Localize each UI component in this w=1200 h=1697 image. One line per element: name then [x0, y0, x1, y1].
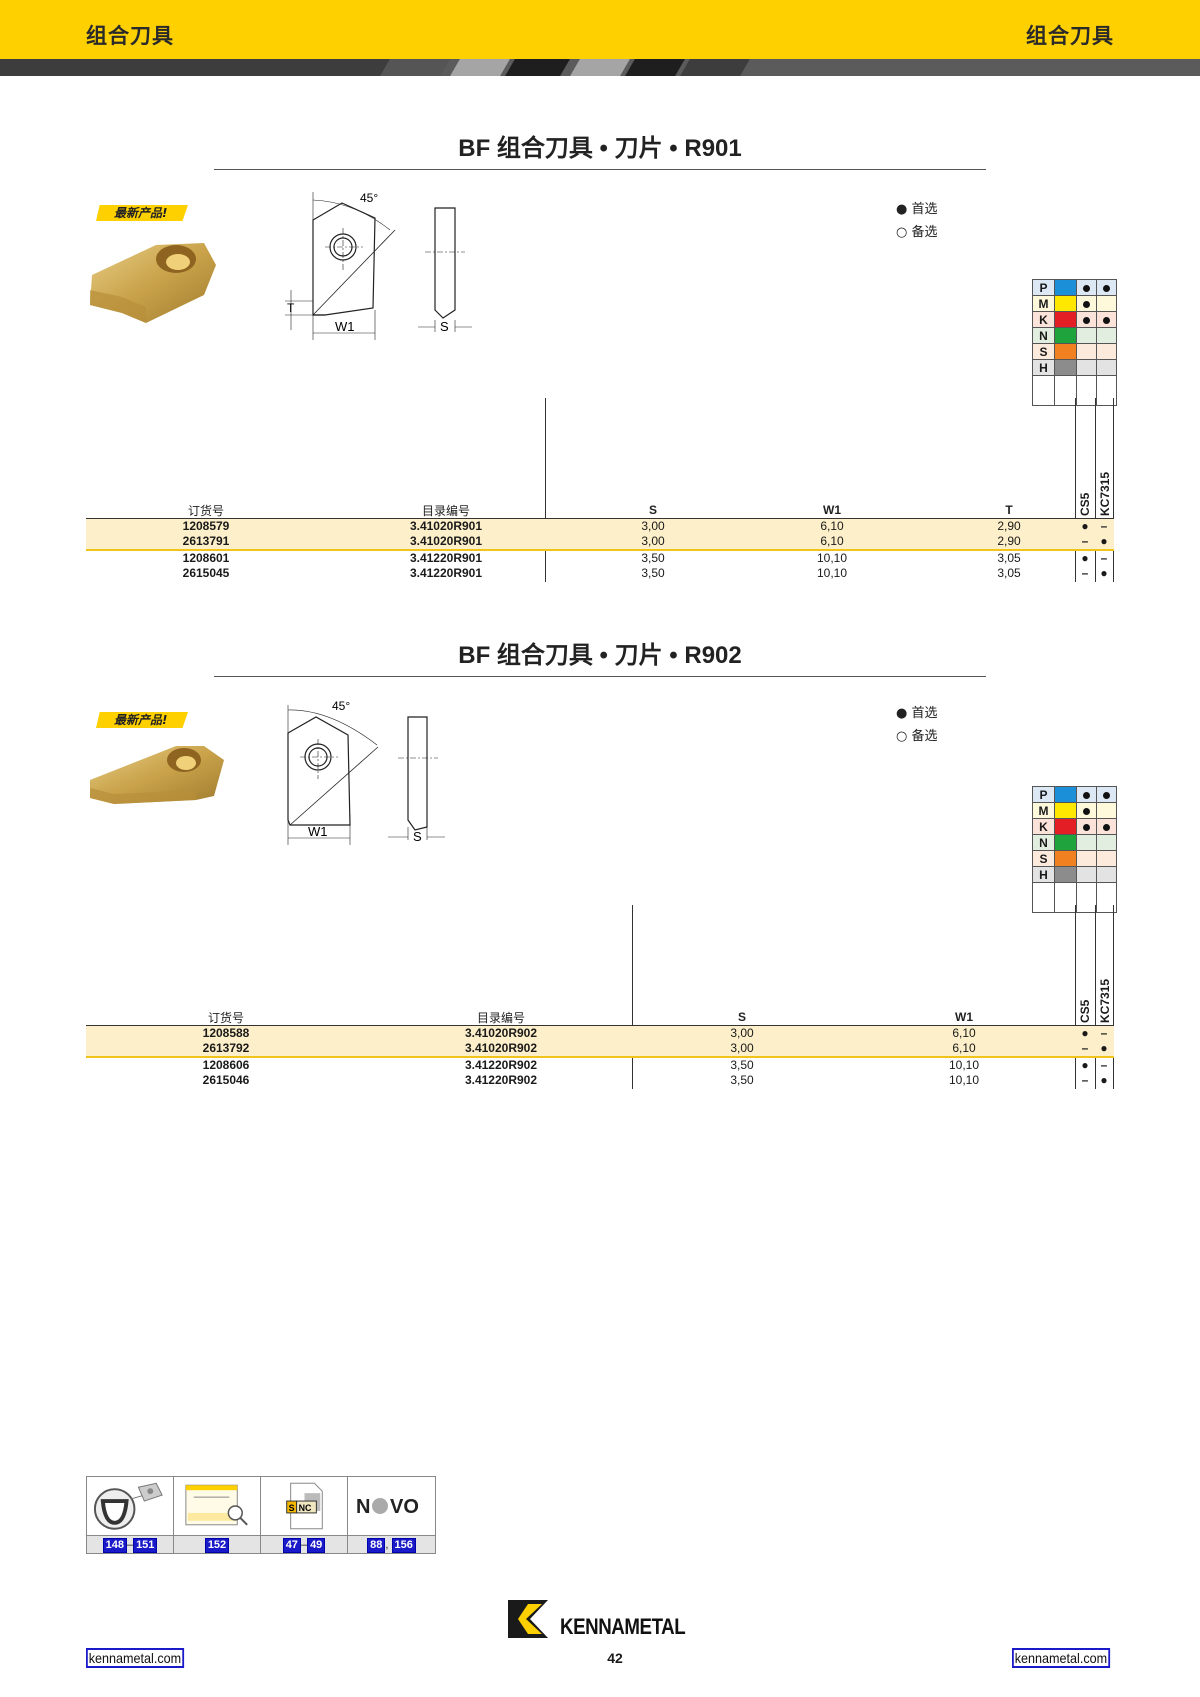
catalog-document-search-icon	[185, 1484, 248, 1526]
technical-drawing-r902: 45° W1 S	[287, 699, 445, 845]
material-grid-r902: P M K N S H	[1032, 786, 1117, 913]
svg-text:45°: 45°	[332, 699, 350, 713]
table-divider	[545, 398, 546, 582]
header-stripe	[0, 59, 1200, 76]
reference-novo[interactable]: N VO 88, 156	[348, 1477, 435, 1553]
kennametal-logo-icon	[508, 1600, 548, 1638]
website-link-right[interactable]: kennametal.com	[1012, 1648, 1110, 1668]
header-title-right: 组合刀具	[1026, 24, 1114, 48]
insert-photo-r902	[90, 746, 224, 804]
section-rule	[214, 676, 986, 677]
col-catalog-no: 目录编号	[476, 1011, 525, 1025]
legend-preferred: ● 首选	[896, 706, 938, 721]
new-product-badge: 最新产品!	[96, 712, 188, 728]
table-row: 2615045 3.41220R901 3,50 10,10 3,05 – ●	[182, 566, 1108, 580]
col-w1: W1	[955, 1010, 973, 1024]
material-grid-r901: P M K N S H	[1032, 279, 1117, 406]
insert-photo-r901	[90, 243, 216, 323]
reference-icon-box: 148–151 152 S NC 47–49 N	[86, 1476, 436, 1554]
svg-text:S: S	[440, 319, 449, 334]
svg-text:45°: 45°	[360, 191, 378, 205]
legend: ● 首选 ○ 备选	[896, 198, 937, 244]
insert-wear-icon	[93, 1482, 163, 1530]
svg-text:W1: W1	[308, 824, 328, 839]
legend-preferred: ● 首选	[896, 202, 938, 217]
section-title-r902: BF 组合刀具 • 刀片 • R902	[458, 642, 742, 669]
grade-label-cs5: CS5	[1078, 999, 1092, 1023]
svg-text:W1: W1	[335, 319, 355, 334]
col-s: S	[737, 1010, 746, 1024]
reference-catalog-search[interactable]: 152	[174, 1477, 261, 1553]
website-link-left[interactable]: kennametal.com	[86, 1648, 184, 1668]
table-row: 2615046 3.41220R902 3,50 10,10 – ●	[202, 1073, 1108, 1087]
col-order-no: 订货号	[207, 1011, 244, 1025]
grade-label-cs5: CS5	[1078, 492, 1092, 516]
grade-label-kc7315: KC7315	[1098, 471, 1112, 516]
legend-alternative: ○ 备选	[896, 729, 938, 744]
table-row: 2613792 3.41020R902 3,00 6,10 – ●	[86, 1041, 1114, 1056]
technical-drawing-r901: 45° T W1 S	[285, 191, 472, 340]
legend: ● 首选 ○ 备选	[896, 702, 937, 748]
svg-text:NC: NC	[299, 1503, 312, 1513]
col-t: T	[1005, 503, 1013, 517]
snc-document-icon: S NC	[286, 1482, 323, 1530]
table-row: 1208601 3.41220R901 3,50 10,10 3,05 ● –	[182, 551, 1108, 565]
section-rule	[214, 169, 986, 170]
svg-text:S: S	[289, 1503, 295, 1513]
reference-insert-wear[interactable]: 148–151	[87, 1477, 174, 1553]
table-row: 2613791 3.41020R901 3,00 6,10 2,90 – ●	[86, 534, 1114, 549]
svg-text:VO: VO	[390, 1496, 419, 1518]
table-row: 1208588 3.41020R902 3,00 6,10 ● –	[86, 1026, 1114, 1041]
new-product-badge: 最新产品!	[96, 205, 188, 221]
header-title-left: 组合刀具	[86, 24, 174, 48]
col-s: S	[648, 503, 657, 517]
col-order-no: 订货号	[187, 504, 224, 518]
svg-text:T: T	[287, 301, 295, 315]
legend-alternative: ○ 备选	[896, 225, 938, 240]
col-catalog-no: 目录编号	[421, 504, 470, 518]
page-header: 组合刀具 组合刀具	[0, 0, 1200, 59]
col-w1: W1	[823, 503, 841, 517]
svg-text:S: S	[413, 829, 422, 844]
novo-logo-icon: N VO	[356, 1496, 419, 1518]
grade-label-kc7315: KC7315	[1098, 978, 1112, 1023]
section-title-r901: BF 组合刀具 • 刀片 • R901	[458, 135, 742, 162]
brand-name: KENNAMETAL	[560, 1614, 686, 1639]
table-divider	[632, 905, 633, 1089]
table-row: 1208579 3.41020R901 3,00 6,10 2,90 ● –	[86, 519, 1114, 534]
svg-text:N: N	[356, 1496, 370, 1518]
page-number: 42	[607, 1650, 623, 1666]
table-row: 1208606 3.41220R902 3,50 10,10 ● –	[202, 1058, 1108, 1072]
reference-snc[interactable]: S NC 47–49	[261, 1477, 348, 1553]
